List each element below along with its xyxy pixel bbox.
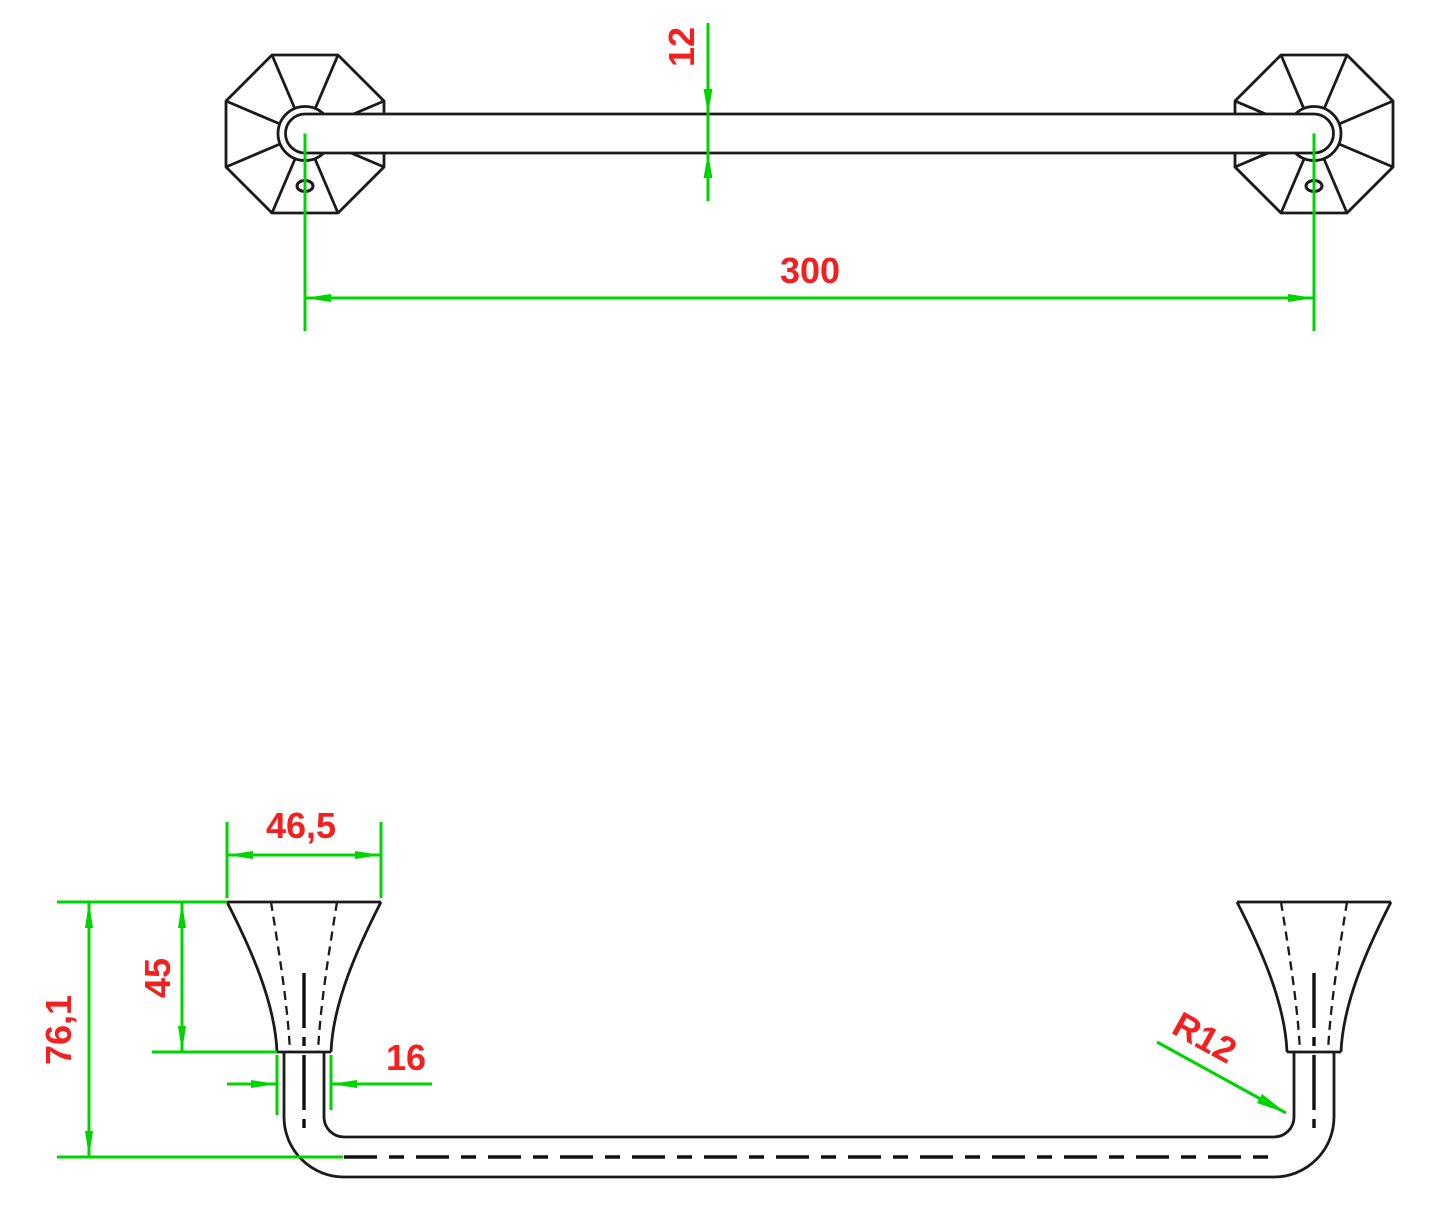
facet-line xyxy=(1322,158,1349,214)
arrowhead-down xyxy=(703,89,713,114)
bar-inner-bend-right xyxy=(1273,1052,1296,1139)
arrowhead-up xyxy=(85,902,93,928)
mount-hidden-edge xyxy=(1279,901,1302,1053)
right-trumpet-mount xyxy=(1235,900,1393,1128)
dim-label-45: 45 xyxy=(137,958,178,998)
arrowhead-down xyxy=(85,1131,93,1157)
bar-side-profile xyxy=(282,1052,1336,1179)
dimension-bar-diameter: 12 xyxy=(661,23,713,201)
dimension-flange-width: 46,5 xyxy=(225,805,383,898)
left-flange-facet-lines xyxy=(225,54,385,214)
arrowhead-right xyxy=(251,1080,277,1088)
dimension-center-distance: 300 xyxy=(303,133,1316,331)
facet-line xyxy=(1279,158,1306,214)
facet-line xyxy=(225,99,281,126)
dim-label-76-1: 76,1 xyxy=(38,995,79,1065)
facet-line xyxy=(1279,54,1306,110)
facet-line xyxy=(270,54,297,110)
arrowhead-radius xyxy=(1257,1094,1286,1113)
mount-hidden-edge xyxy=(269,901,292,1053)
top-view: 12 300 xyxy=(224,23,1395,331)
dim-label-300: 300 xyxy=(780,250,840,291)
dim-label-46-5: 46,5 xyxy=(266,805,336,846)
arrowhead-right xyxy=(1288,294,1314,302)
side-view: 46,5 45 76,1 16 xyxy=(38,805,1393,1179)
left-trumpet-mount xyxy=(225,900,383,1128)
mount-outer-profile-left xyxy=(1235,901,1289,1053)
dim-label-r12: R12 xyxy=(1166,1003,1244,1071)
mount-outer-profile-right xyxy=(1339,901,1393,1053)
dimension-flange-projection: 45 xyxy=(137,902,277,1054)
facet-line xyxy=(313,158,340,214)
arrowhead-left xyxy=(227,851,253,859)
bar-top-view xyxy=(284,112,1335,155)
dimension-collar-width: 16 xyxy=(227,1037,432,1115)
facet-line xyxy=(1338,99,1394,126)
mount-hidden-edge xyxy=(1326,901,1349,1053)
dim-label-12: 12 xyxy=(661,27,702,67)
bar-inner-bend-left xyxy=(322,1052,345,1139)
facet-line xyxy=(313,54,340,110)
facet-line xyxy=(1338,142,1394,169)
bar-outer-bend-right xyxy=(1273,1052,1336,1179)
mount-outer-profile-left xyxy=(225,901,279,1053)
facet-line xyxy=(225,142,281,169)
dimension-bend-radius: R12 xyxy=(1156,1003,1287,1115)
mount-hidden-edge xyxy=(316,901,339,1053)
arrowhead-right xyxy=(355,851,381,859)
dimension-overall-projection: 76,1 xyxy=(38,902,343,1159)
arrowhead-up xyxy=(703,153,713,178)
facet-line xyxy=(1322,54,1349,110)
dim-label-16: 16 xyxy=(386,1037,426,1078)
arrowhead-down xyxy=(178,1026,186,1052)
arrowhead-left xyxy=(305,294,331,302)
mount-outer-profile-right xyxy=(329,901,383,1053)
facet-line xyxy=(270,158,297,214)
arrowhead-up xyxy=(178,902,186,928)
arrowhead-left xyxy=(331,1080,357,1088)
